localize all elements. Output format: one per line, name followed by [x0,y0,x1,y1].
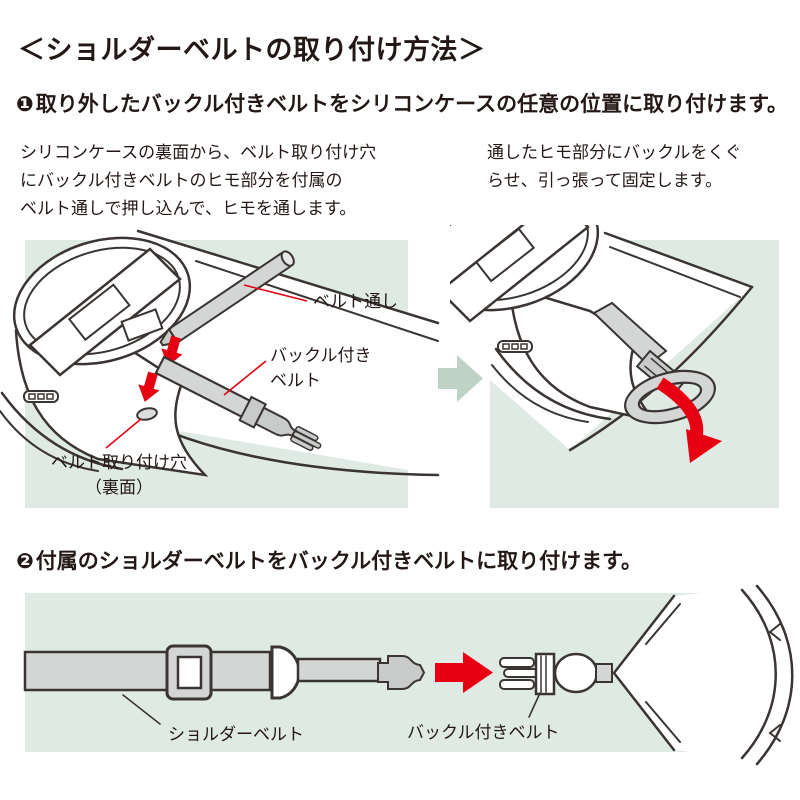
shoulder-belt-strap [23,650,272,692]
push-down-arrow-icon [138,371,160,402]
case-corner [508,285,659,424]
connector-neck [595,663,613,683]
note-line: ベルト通しで押し込んで、ヒモを通します。 [20,199,357,218]
step2-number-icon: ❷ [16,550,34,573]
buckle-belt-female [499,652,556,696]
leader-line [122,694,161,725]
step1-heading: ❶取り外したバックル付きベルトをシリコンケースの任意の位置に取り付けます。 [16,88,788,118]
buckle-belt-strap [592,301,668,367]
label-belt-hole: ベルト取り付け穴 （裏面） [51,453,187,497]
step1-number-icon: ❶ [16,93,34,116]
ball-connector [553,652,599,694]
case-vent-slots [23,390,59,403]
label-belt-threader: ベルト通し [313,292,398,311]
leader-line [223,360,267,396]
male-buckle [377,655,426,690]
d-ring [270,645,301,700]
belt-slider [165,644,213,701]
step1-after-illustration [450,225,754,463]
step2-heading-text: 付属のショルダーベルトをバックル付きベルトに取り付けます。 [35,550,643,573]
attach-right-arrow-icon [435,652,493,693]
thin-strap [296,657,382,683]
label-buckle-belt: バックル付きベルト [407,723,560,742]
step2-heading: ❷付属のショルダーベルトをバックル付きベルトに取り付けます。 [16,545,642,575]
label-buckle-belt: バックル付き ベルト [270,346,372,390]
step1-heading-text: 取り外したバックル付きベルトをシリコンケースの任意の位置に取り付けます。 [35,93,788,116]
note-line: シリコンケースの裏面から、ベルト取り付け穴 [20,143,377,162]
buckle-belt [154,355,322,452]
transition-right-arrow-icon [430,355,483,402]
belt-attachment-hole [136,407,158,421]
note-line: らせ、引っ張って固定します。 [487,171,723,190]
label-shoulder-belt: ショルダーベルト [168,725,304,744]
step2-illustration [23,582,800,766]
note-line: にバックル付きベルトのヒモ部分を付属の [20,171,343,190]
step1-left-note: シリコンケースの裏面から、ベルト取り付け穴 にバックル付きベルトのヒモ部分を付属… [20,139,376,223]
page-title: ＜ショルダーベルトの取り付け方法＞ [18,35,486,65]
case-vent-slots [497,340,533,353]
leader-line [243,284,308,302]
leader-line [528,692,541,718]
note-line: 通したヒモ部分にバックルをくぐ [487,143,742,162]
leader-line [105,418,142,449]
step1-right-note: 通したヒモ部分にバックルをくぐ らせ、引っ張って固定します。 [487,139,742,195]
step1-before-illustration [0,229,440,477]
case-corner [612,582,800,766]
pull-curved-arrow-icon [656,377,722,463]
